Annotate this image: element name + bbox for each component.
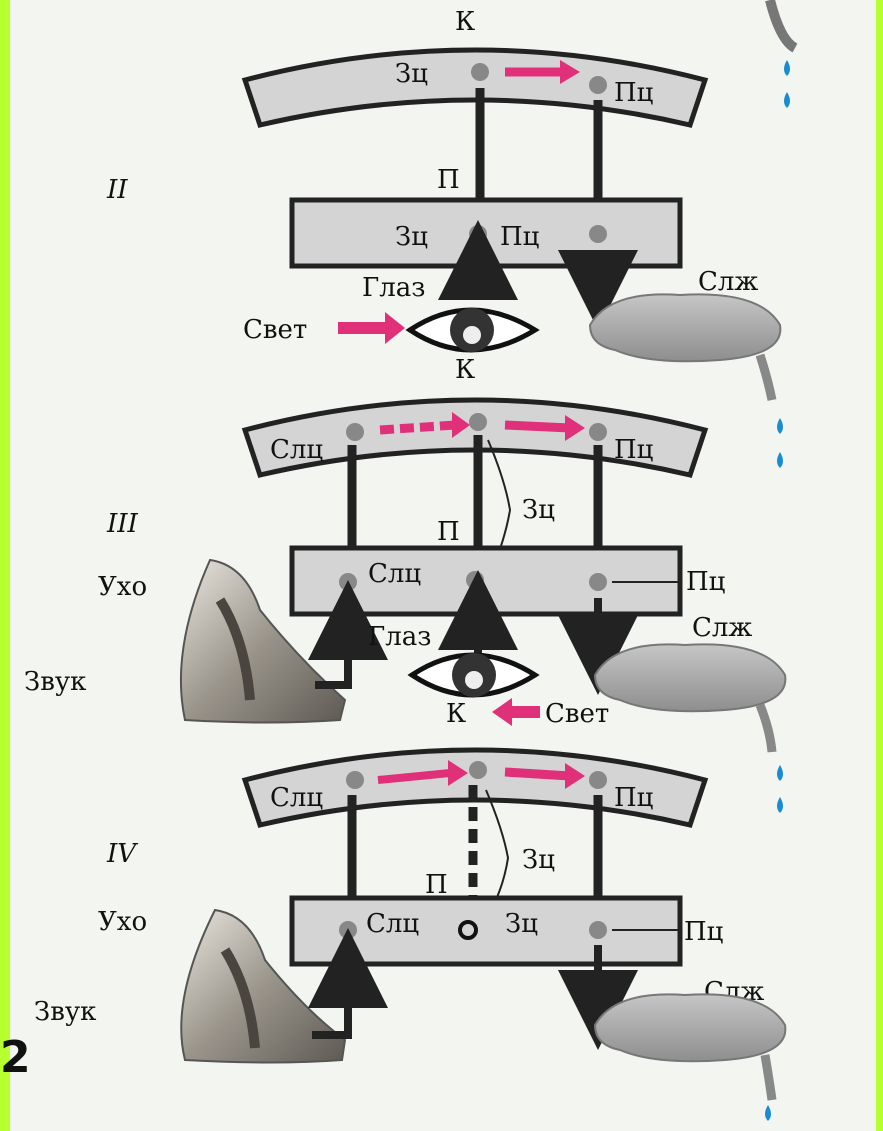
salivary-center-node [589, 573, 607, 591]
light-label: Свет [243, 315, 307, 345]
drop [777, 765, 783, 781]
subcortex-label: П [437, 517, 460, 547]
auditory-center-label: Слц [270, 435, 323, 465]
subcortex-label: П [437, 165, 460, 195]
conditioned-center-label: Зц [522, 845, 555, 875]
gland-label: Слж [692, 613, 752, 643]
sound-label: Звук [34, 997, 96, 1027]
auditory-center-node [346, 423, 364, 441]
salivary-center-label: Пц [686, 567, 726, 597]
conditioned-center-label: Зц [522, 495, 555, 525]
conditioned-center-node [469, 761, 487, 779]
salivary-center-label: Пц [500, 222, 540, 252]
gland-label: Слж [698, 267, 758, 297]
light-arrow [338, 312, 405, 344]
light-arrow [492, 698, 540, 726]
cortex-label: К [455, 355, 475, 385]
drop [784, 92, 790, 108]
sound-label: Звук [24, 667, 86, 697]
salivary-center-node [589, 771, 607, 789]
stage-label: II [106, 175, 128, 205]
salivary-center-label: Пц [614, 435, 654, 465]
food-center-node [471, 63, 489, 81]
auditory-center-label: Слц [366, 909, 419, 939]
drop [784, 60, 790, 76]
food-center-label: Зц [505, 909, 538, 939]
accent-arrow [505, 425, 570, 428]
salivary-center-node [589, 921, 607, 939]
eye-label: Глаз [368, 622, 431, 652]
page-number: 2 [0, 1032, 31, 1083]
accent-arrow [505, 772, 570, 776]
salivary-center-label: Пц [614, 78, 654, 108]
stage-label: III [106, 509, 139, 539]
drop [765, 1105, 771, 1121]
drop [777, 452, 783, 468]
conditioned-center-node [469, 413, 487, 431]
ear-label: Ухо [98, 572, 147, 602]
stage-3: К Слц Пц III Зц П Слц Пц Ухо Звук Гл [24, 355, 785, 752]
eye-icon [410, 308, 535, 352]
salivary-gland [590, 294, 780, 400]
cortex-label: К [446, 699, 466, 729]
stage-2: К Зц Пц II П Зц Пц Глаз Свет Слж [106, 0, 795, 400]
food-center-label: Зц [395, 222, 428, 252]
duct-top [770, 0, 795, 48]
food-center-label: Зц [395, 59, 428, 89]
food-center-node [466, 571, 484, 589]
auditory-center-node [339, 573, 357, 591]
salivary-center-node [589, 76, 607, 94]
salivary-gland [595, 644, 785, 752]
drop [777, 418, 783, 434]
auditory-center-label: Слц [368, 559, 421, 589]
light-label: Свет [545, 699, 609, 729]
eye-icon [412, 653, 535, 697]
drop [777, 797, 783, 813]
auditory-center-node [339, 921, 357, 939]
salivary-center-node [589, 423, 607, 441]
stage-4: Слц Пц IV Зц П Слц Зц Пц Ухо Звук Слж [0, 750, 785, 1121]
auditory-center-node [346, 771, 364, 789]
food-center-node [469, 225, 487, 243]
salivary-center-node [589, 225, 607, 243]
stage-label: IV [106, 839, 138, 869]
auditory-center-label: Слц [270, 783, 323, 813]
salivary-gland [595, 994, 785, 1100]
salivary-center-label: Пц [614, 783, 654, 813]
eye-label: Глаз [362, 273, 425, 303]
salivary-center-label: Пц [684, 917, 724, 947]
ear-label: Ухо [98, 907, 147, 937]
cortex-label: К [455, 7, 475, 37]
